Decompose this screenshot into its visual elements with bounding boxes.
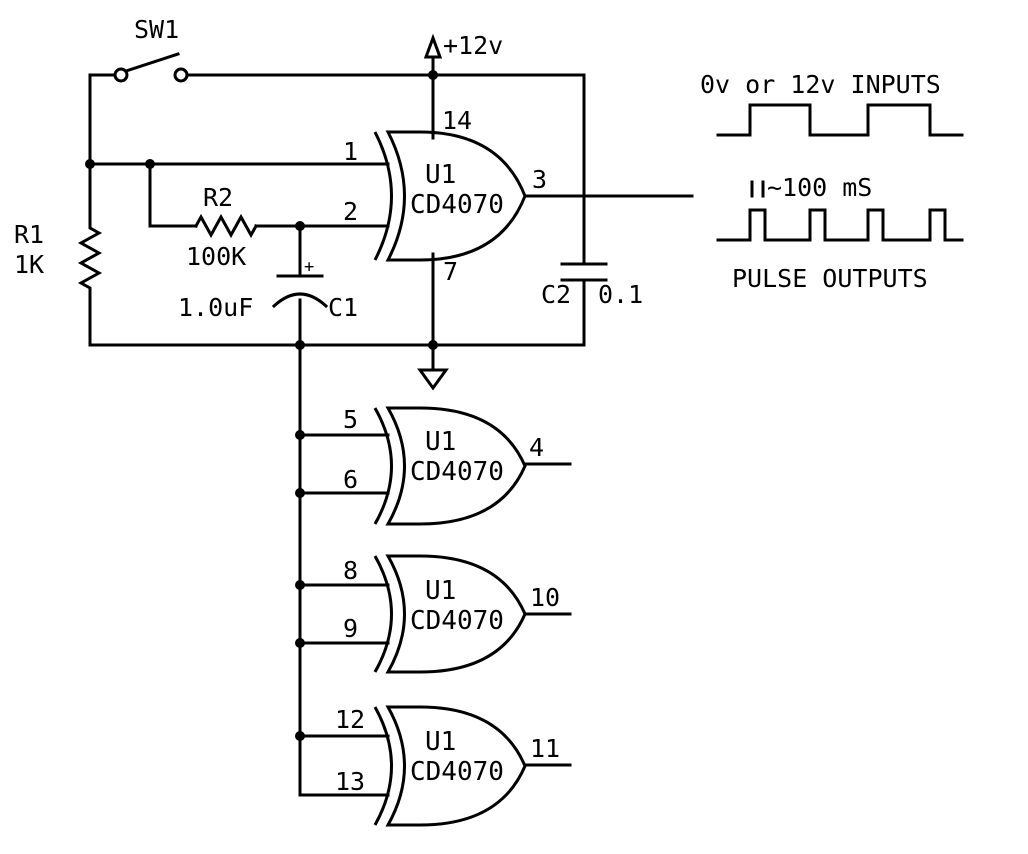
c1-value: 1.0uF [178,293,253,322]
r1-ref: R1 [14,220,44,249]
pulse-width-marker [750,180,765,198]
wires [88,58,694,797]
gate-1-pin-out: 3 [532,165,547,194]
r1-value: 1K [14,250,44,279]
gate-4-part: CD4070 [410,757,504,787]
resistor-r2: R2 100K [186,183,259,271]
gate-2-pin-out: 4 [529,433,544,462]
switch-sw1: SW1 [113,15,189,83]
capacitor-c2: C2 0.1 [541,262,643,309]
gate-2-pin-a: 5 [343,405,358,434]
resistor-r1: R1 1K [14,220,103,292]
gate-1-part: CD4070 [410,190,504,220]
gate-3-part: CD4070 [410,606,504,636]
sw1-label: SW1 [134,15,179,44]
gate-3-pin-out: 10 [530,583,560,612]
outputs-label: PULSE OUTPUTS [732,264,928,293]
c2-value: 0.1 [598,280,643,309]
ground-symbol [417,368,449,391]
r2-value: 100K [186,242,246,271]
r2-ref: R2 [203,183,233,212]
gate-4-pin-out: 11 [530,734,560,763]
c2-ref: C2 [541,280,571,309]
gate-4-name: U1 [425,727,456,757]
xor-gate-1: U1 CD4070 1 2 3 14 7 [343,106,547,286]
xor-gate-3: U1 CD4070 8 9 10 [343,554,560,674]
gate-2-name: U1 [425,427,456,457]
inputs-label: 0v or 12v INPUTS [700,70,941,99]
capacitor-c1: + 1.0uF C1 [178,257,358,322]
gate-4-pin-b: 13 [335,767,365,796]
gate-1-pin-b: 2 [343,197,358,226]
gate-3-pin-b: 9 [343,614,358,643]
waveform-legend: 0v or 12v INPUTS ~100 mS PULSE OUTPUTS [700,70,964,293]
output-waveform [716,208,964,242]
gate-1-name: U1 [425,160,456,190]
pulse-width-label: ~100 mS [767,173,872,202]
gate-3-name: U1 [425,576,456,606]
gate-3-pin-a: 8 [343,556,358,585]
gate-1-pin-vdd: 14 [442,106,472,135]
power-12v-symbol: +12v [423,31,503,60]
gate-2-part: CD4070 [410,457,504,487]
junction-dots [85,70,438,741]
power-label: +12v [443,31,503,60]
gate-2-pin-b: 6 [343,465,358,494]
gate-1-pin-a: 1 [343,137,358,166]
xor-gate-4: U1 CD4070 12 13 11 [335,705,560,827]
c1-ref: C1 [328,293,358,322]
input-waveform [716,103,964,137]
xor-gate-2: U1 CD4070 5 6 4 [343,405,544,526]
c1-polarity: + [304,257,314,277]
gate-4-pin-a: 12 [335,705,365,734]
gate-1-pin-gnd: 7 [443,257,458,286]
